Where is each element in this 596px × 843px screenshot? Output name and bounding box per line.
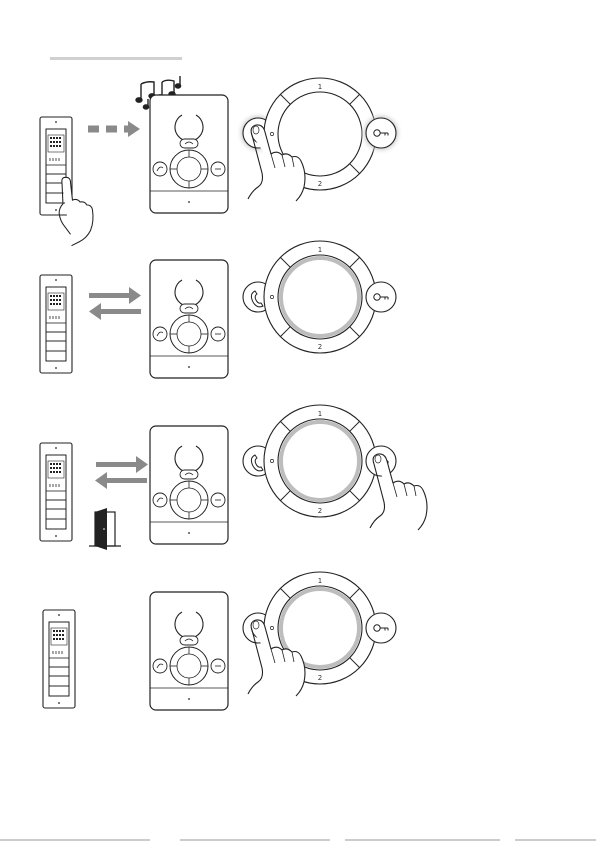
- dial-top-label: 1: [318, 83, 322, 91]
- pressing-hand-icon: [370, 454, 427, 530]
- dial-bottom-label: 2: [318, 343, 322, 351]
- dial-top-label: 1: [318, 246, 322, 254]
- two-way-arrow-icon: [95, 456, 148, 489]
- dial-bottom-label: 2: [318, 507, 322, 515]
- dial-bottom-label: 2: [318, 180, 322, 188]
- indoor-unit: [150, 426, 228, 544]
- indoor-unit: [150, 95, 228, 213]
- entrance-panel: [40, 443, 72, 541]
- step-call: 1 2: [40, 76, 403, 246]
- step-open: 1 2: [40, 405, 427, 550]
- door-release-button[interactable]: [366, 613, 396, 643]
- header-accent-bar: [50, 57, 182, 60]
- door-release-button[interactable]: [366, 282, 396, 312]
- indoor-unit: [150, 260, 228, 378]
- door-release-button[interactable]: [366, 118, 396, 148]
- step-end: 1 2: [43, 572, 396, 710]
- dial-top-label: 1: [318, 410, 322, 418]
- dial-top-label: 1: [318, 577, 322, 585]
- indoor-unit: [150, 592, 228, 710]
- entrance-panel: [43, 610, 75, 708]
- entrance-panel: [40, 275, 72, 373]
- step-talk: 1 2: [40, 241, 396, 378]
- two-way-arrow-icon: [89, 287, 141, 320]
- dial-bottom-label: 2: [318, 674, 322, 682]
- dashed-right-arrow-icon: [88, 121, 140, 137]
- open-door-icon: [89, 508, 121, 550]
